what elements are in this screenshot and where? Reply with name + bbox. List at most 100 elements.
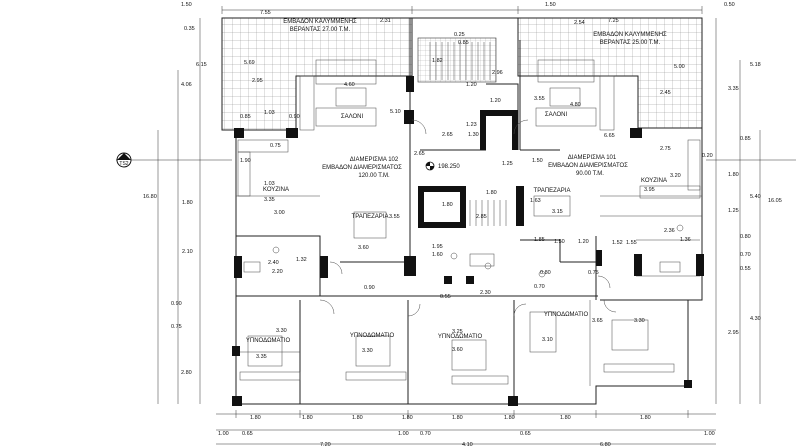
apartment-101-area: 90.00 Τ.Μ.: [576, 171, 604, 177]
dim-in-132: 1.32: [296, 257, 307, 263]
dim-in-330: 3.30: [276, 328, 287, 334]
dim-left-1680: 16.80: [143, 194, 157, 200]
room-trapezaria-left: ΤΡΑΠΕΖΑΡΙΑ: [352, 214, 389, 220]
dim-bot-100a: 1.00: [218, 431, 229, 437]
dim-right-125: 1.25: [728, 208, 739, 214]
apartment-101-area-label: ΕΜΒΑΔΟΝ ΔΙΑΜΕΡΙΣΜΑΤΟΣ: [548, 163, 628, 169]
dim-in-240: 2.40: [268, 260, 279, 266]
dim-in-220: 2.20: [272, 269, 283, 275]
dim-in-150b: 1.50: [554, 239, 565, 245]
dim-in-080: 0.80: [540, 270, 551, 276]
dim-in-130: 1.30: [468, 132, 479, 138]
dim-top-231: 2.31: [380, 18, 391, 24]
balcony-left-title: ΕΜΒΑΔΟΝ ΚΑΛΥΜΜΕΝΗΣ: [283, 19, 357, 25]
dim-right-1605: 16.05: [768, 198, 782, 204]
dim-in-265: 2.65: [442, 132, 453, 138]
apartment-102-area-label: ΕΜΒΑΔΟΝ ΔΙΑΜΕΡΙΣΜΑΤΟΣ: [322, 165, 402, 171]
dim-bot-100b: 1.00: [398, 431, 409, 437]
dim-in-360: 3.60: [358, 245, 369, 251]
section-marker: TS2: [116, 152, 132, 168]
dim-left-406: 4.06: [181, 82, 192, 88]
dim-top-254: 2.54: [574, 20, 585, 26]
room-labels: ΣΑΛΟΝΙ ΣΑΛΟΝΙ ΚΟΥΖΙΝΑ ΚΟΥΖΙΝΑ ΤΡΑΠΕΖΑΡΙΑ…: [246, 112, 667, 344]
structural-walls: [232, 76, 704, 406]
dim-in-150: 1.50: [532, 158, 543, 164]
dim-in-120c: 1.20: [578, 239, 589, 245]
dim-in-152: 1.52: [612, 240, 623, 246]
dim-in-190: 1.90: [240, 158, 251, 164]
dim-left-075: 0.75: [171, 324, 182, 330]
dim-in-136: 1.36: [680, 237, 691, 243]
dim-left-615: 6.15: [196, 62, 207, 68]
dim-top-2: 1.50: [545, 2, 556, 8]
dim-in-120: 1.20: [466, 82, 477, 88]
dim-bot-410: 4.10: [462, 442, 473, 448]
dim-in-125: 1.25: [502, 161, 513, 167]
dim-bot-180a: 1.80: [250, 415, 261, 421]
dim-left-280: 2.80: [181, 370, 192, 376]
room-bedroom-3: ΥΠΝΟΔΩΜΑΤΙΟ: [438, 334, 483, 340]
apartment-labels: ΔΙΑΜΕΡΙΣΜΑ 102 ΕΜΒΑΔΟΝ ΔΙΑΜΕΡΙΣΜΑΤΟΣ 120…: [322, 155, 628, 179]
dim-in-360b: 3.60: [452, 347, 463, 353]
dim-in-245: 2.45: [660, 90, 671, 96]
dim-right-050: 0.50: [724, 2, 735, 8]
dim-in-325: 3.25: [452, 329, 463, 335]
room-bedroom-4: ΥΠΝΟΔΩΜΑΤΙΟ: [544, 312, 589, 318]
dim-in-236: 2.36: [664, 228, 675, 234]
apartment-102-name: ΔΙΑΜΕΡΙΣΜΑ 102: [350, 157, 399, 163]
dim-in-085b: 0.85: [458, 40, 469, 46]
dim-in-195: 1.95: [432, 244, 443, 250]
dim-in-320: 3.20: [670, 173, 681, 179]
dim-in-103b: 1.03: [264, 181, 275, 187]
dim-in-155: 1.55: [626, 240, 637, 246]
dim-bot-180b: 1.80: [302, 415, 313, 421]
dim-bot-720: 7.20: [320, 442, 331, 448]
dim-bot-100c: 1.00: [704, 431, 715, 437]
dim-in-120b: 1.20: [490, 98, 501, 104]
dim-in-510: 5.10: [390, 109, 401, 115]
dim-bot-180g: 1.80: [560, 415, 571, 421]
dim-in-285: 2.85: [476, 214, 487, 220]
dim-right-180: 1.80: [728, 172, 739, 178]
dim-in-355b: 3.55: [534, 96, 545, 102]
dim-in-180b: 1.80: [442, 202, 453, 208]
dim-in-480: 4.80: [570, 102, 581, 108]
dim-in-500: 5.00: [674, 64, 685, 70]
room-saloni-left: ΣΑΛΟΝΙ: [341, 114, 364, 120]
dim-in-180: 1.80: [486, 190, 497, 196]
dim-bot-180e: 1.80: [452, 415, 463, 421]
dim-left-210: 2.10: [182, 249, 193, 255]
dim-bot-180d: 1.80: [402, 415, 413, 421]
dimension-labels: 1.50 1.50 7.55 7.25 2.31 2.54 0.35 6.15 …: [143, 2, 782, 448]
dim-in-075b: 0.75: [588, 270, 599, 276]
dim-left-035: 0.35: [184, 26, 195, 32]
dim-in-055: 0.55: [440, 294, 451, 300]
dim-in-085: 0.85: [240, 114, 251, 120]
dim-right-295: 2.95: [728, 330, 739, 336]
dim-bot-680: 6.80: [600, 442, 611, 448]
dim-in-123: 1.23: [466, 122, 477, 128]
dim-in-020: 0.20: [702, 153, 713, 159]
room-kouzina-right: ΚΟΥΖΙΝΑ: [641, 178, 667, 184]
dim-in-230: 2.30: [480, 290, 491, 296]
furniture: [237, 42, 701, 385]
stair-tiles: [417, 37, 497, 83]
dim-in-665: 6.65: [604, 133, 615, 139]
apartment-102-area: 120.00 Τ.Μ.: [358, 173, 390, 179]
dim-in-075: 0.75: [270, 143, 281, 149]
dim-in-335: 3.35: [264, 197, 275, 203]
dim-in-103: 1.03: [264, 110, 275, 116]
dim-right-080: 0.80: [740, 234, 751, 240]
dim-in-070: 0.70: [534, 284, 545, 290]
dim-in-163: 1.63: [530, 198, 541, 204]
dim-top-725: 7.25: [608, 18, 619, 24]
dimension-lines: [116, 6, 796, 445]
balcony-left-area: ΒΕΡΑΝΤΑΣ 27.00 Τ.Μ.: [290, 27, 351, 33]
room-bedroom-2: ΥΠΝΟΔΩΜΑΤΙΟ: [350, 333, 395, 339]
level-value: 198.250: [438, 164, 460, 170]
dim-bot-180h: 1.80: [640, 415, 651, 421]
level-marker: 198.250: [425, 161, 460, 171]
dim-right-430: 4.30: [750, 316, 761, 322]
dim-in-185: 1.85: [534, 237, 545, 243]
dim-in-365: 3.65: [592, 318, 603, 324]
